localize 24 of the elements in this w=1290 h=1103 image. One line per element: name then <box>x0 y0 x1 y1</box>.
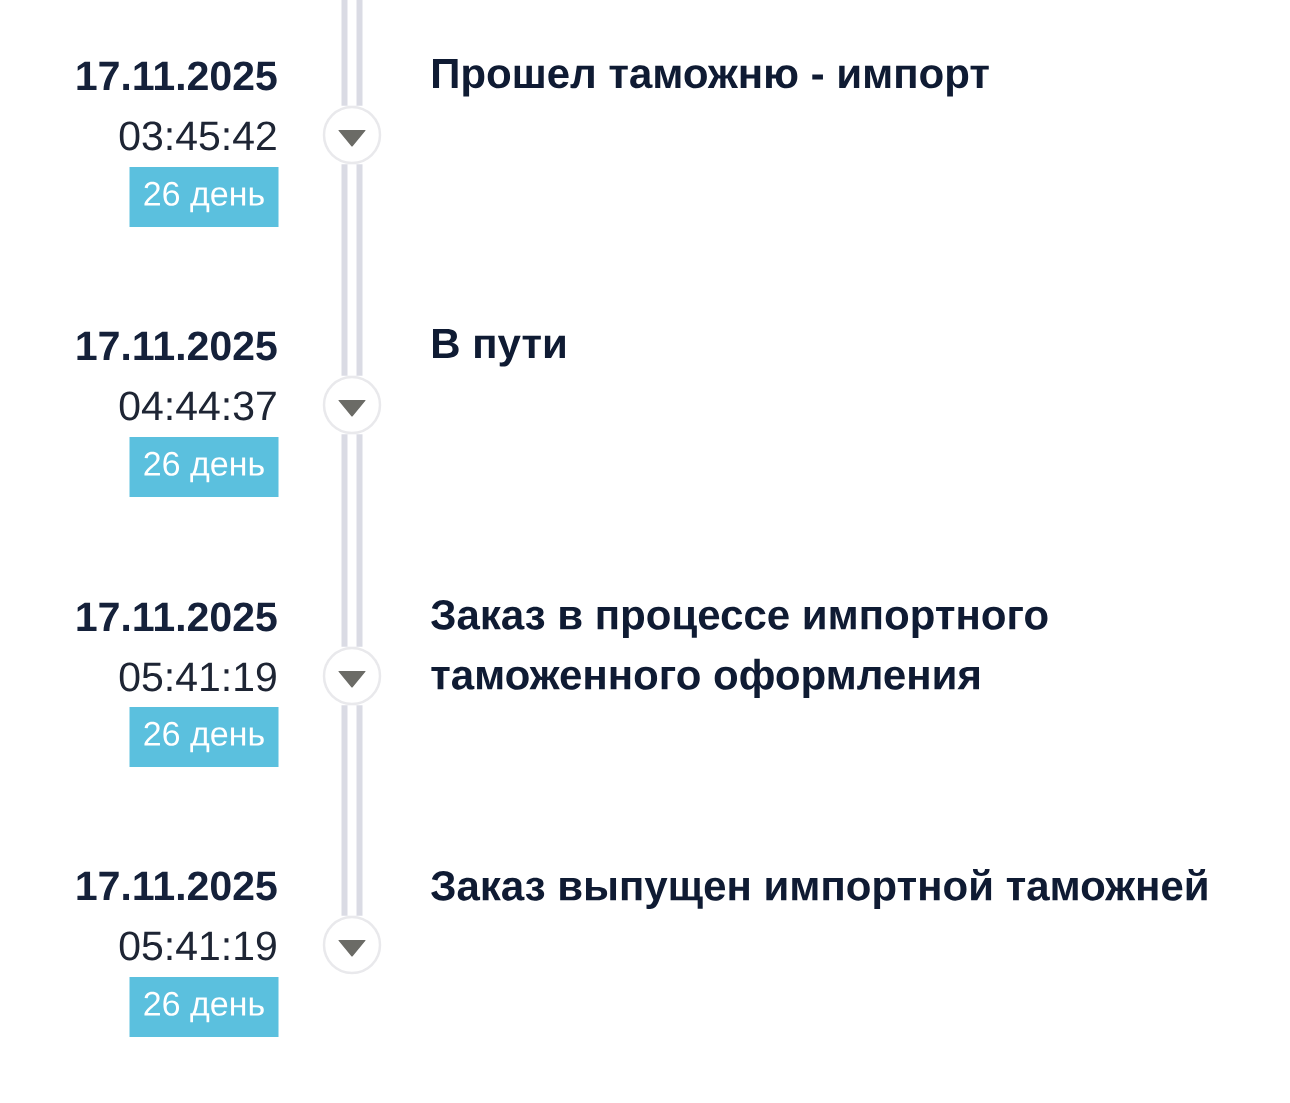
date: 17.11.2025 <box>77 61 277 91</box>
timeline-line <box>341 164 363 376</box>
time: 05:41:19 <box>119 931 276 961</box>
date: 17.11.2025 <box>77 602 277 632</box>
timeline-line <box>341 705 363 916</box>
event-title: В пути <box>433 329 565 367</box>
event-title: Прошел таможню - импорт <box>433 59 989 97</box>
time: 04:44:37 <box>119 391 276 421</box>
time: 03:45:42 <box>119 121 276 151</box>
date: 17.11.2025 <box>77 331 277 361</box>
timeline-marker <box>322 105 382 165</box>
duration-badge: 26 день <box>129 167 279 227</box>
event-title: Заказ в процессе импортного таможенного оформления <box>431 600 1048 699</box>
duration-badge: 26 день <box>129 707 279 767</box>
duration-badge: 26 день <box>129 437 279 497</box>
duration-badge: 26 день <box>129 977 279 1037</box>
time: 05:41:19 <box>119 662 276 692</box>
date: 17.11.2025 <box>77 871 277 901</box>
timeline-line <box>341 434 363 647</box>
timeline-marker <box>322 915 382 975</box>
timeline-marker <box>322 375 382 435</box>
timeline-marker <box>322 646 382 706</box>
timeline-line <box>341 0 363 106</box>
event-title: Заказ выпущен импортной таможней <box>431 869 1207 909</box>
